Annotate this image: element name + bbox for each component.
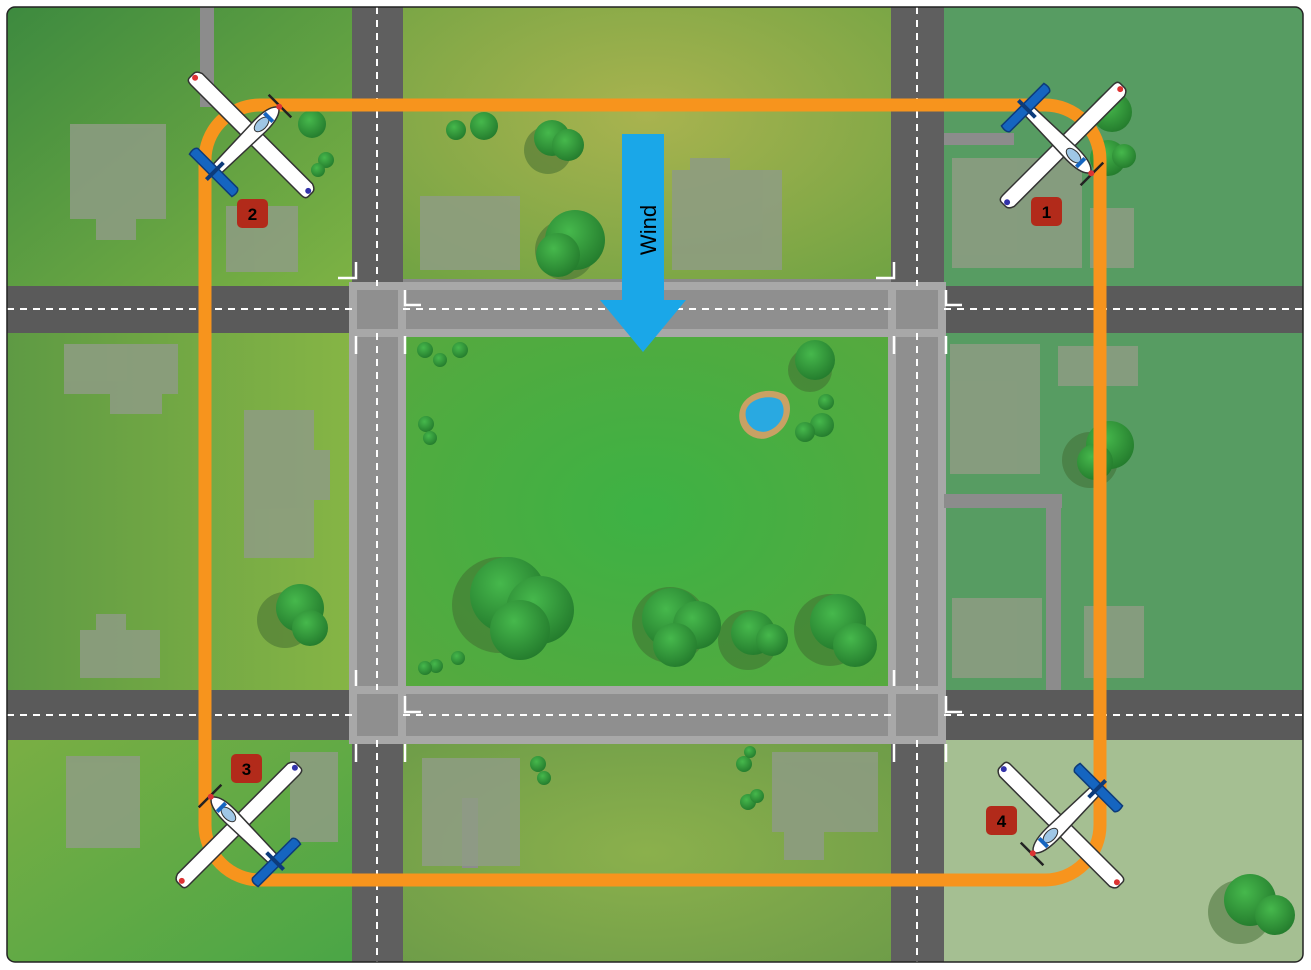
position-marker-4-label: 4: [997, 812, 1007, 831]
position-marker-3: 3: [231, 754, 262, 783]
block-top-left: [7, 7, 352, 286]
position-marker-3-label: 3: [242, 760, 251, 779]
position-marker-1: 1: [1031, 197, 1062, 226]
wind-label: Wind: [636, 205, 661, 255]
position-marker-2: 2: [237, 199, 268, 228]
position-marker-1-label: 1: [1042, 203, 1051, 222]
position-marker-4: 4: [986, 806, 1017, 835]
position-marker-2-label: 2: [248, 205, 257, 224]
